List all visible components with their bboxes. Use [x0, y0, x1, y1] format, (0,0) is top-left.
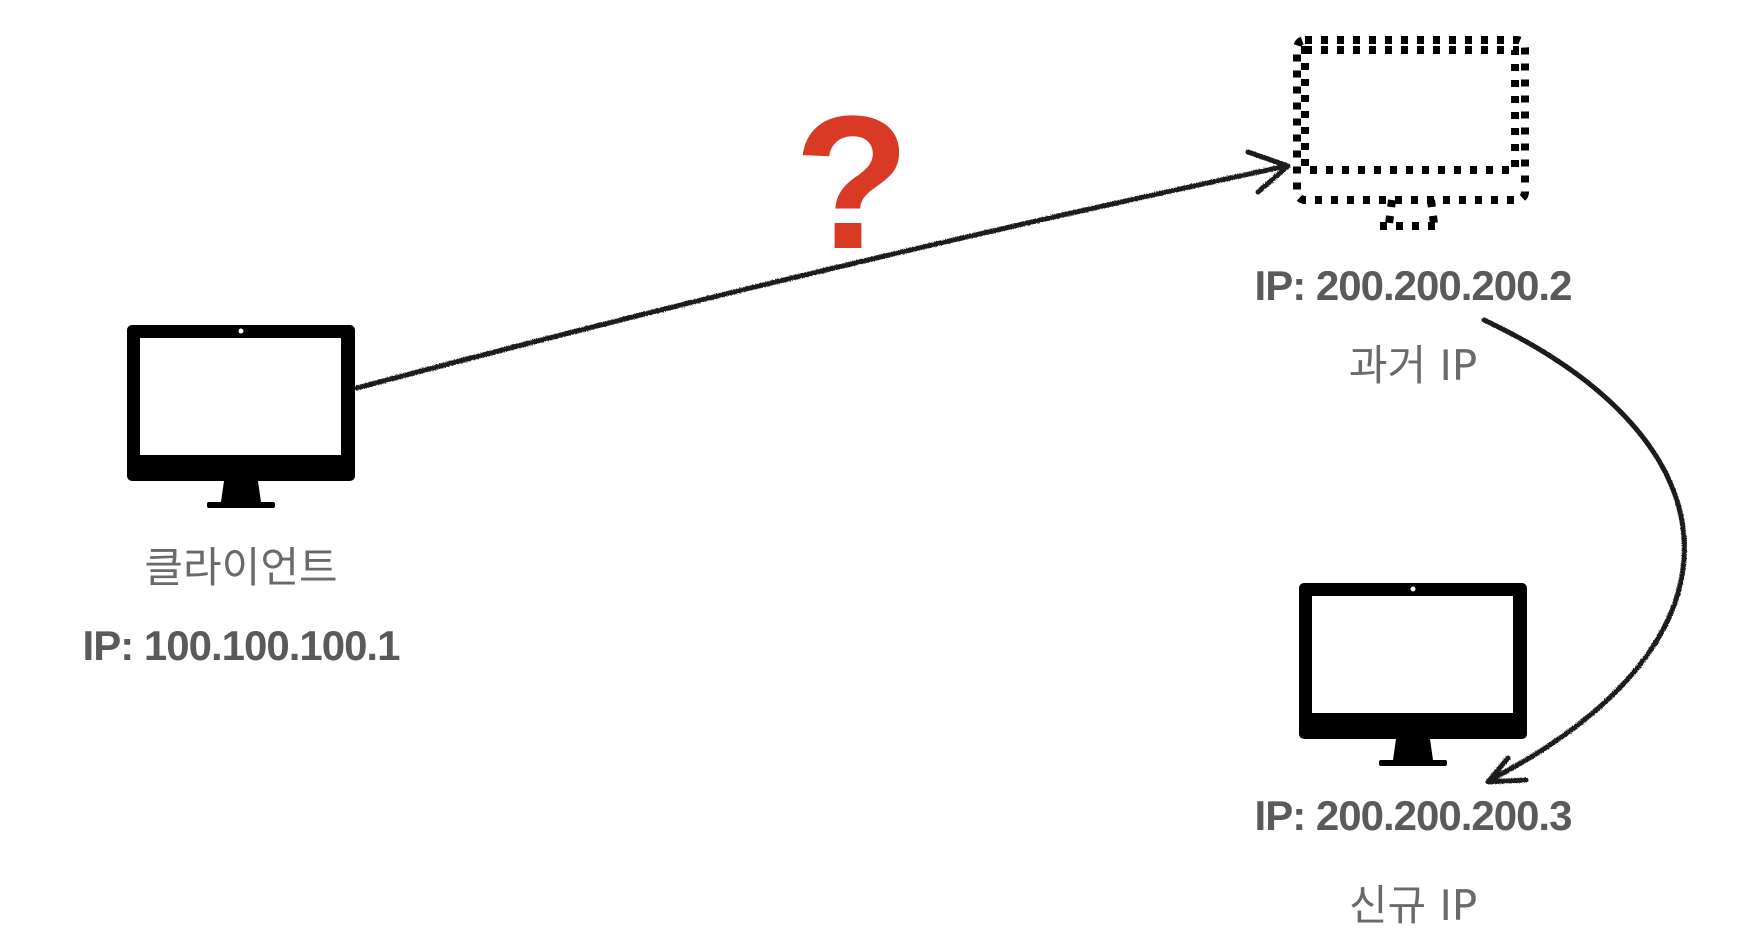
old-server-status-label: 과거 IP: [1348, 341, 1478, 390]
client-ip-label: IP: 100.100.100.1: [82, 622, 401, 669]
client-monitor-icon: [127, 325, 355, 508]
old-to-new-server-arrow: [1481, 317, 1687, 785]
new-server-ip-label: IP: 200.200.200.3: [1254, 792, 1573, 839]
client-to-old-server-arrow: [354, 149, 1291, 391]
old-server-ip-label: IP: 200.200.200.2: [1254, 262, 1573, 309]
new-server-status-label: 신규 IP: [1348, 881, 1478, 930]
new-server-monitor-icon: [1299, 583, 1527, 766]
old-server-monitor-dotted-icon: [1293, 36, 1529, 230]
question-mark: ?: [793, 77, 911, 289]
client-name-label: 클라이언트: [144, 543, 338, 592]
